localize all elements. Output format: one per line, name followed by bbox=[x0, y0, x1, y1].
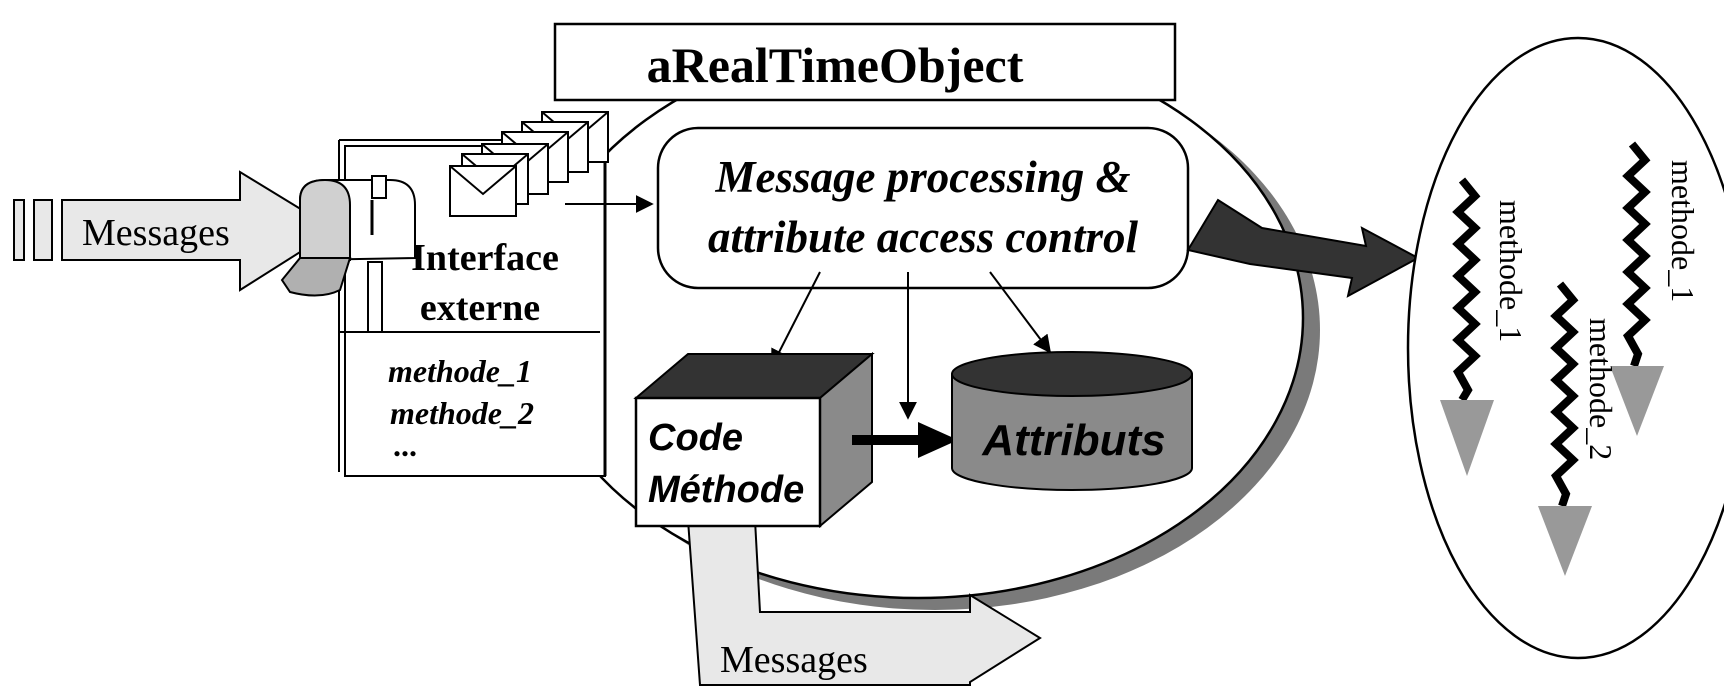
code-box-line1: Code bbox=[648, 417, 743, 459]
attributes-cylinder bbox=[951, 351, 1193, 491]
thread-2-icon bbox=[1610, 141, 1664, 436]
object-title: aRealTimeObject bbox=[647, 37, 1024, 93]
code-to-attributes-arrow bbox=[852, 422, 958, 458]
code-box-line2: Méthode bbox=[648, 469, 804, 511]
processing-to-code-arrow bbox=[771, 271, 821, 368]
thread-1-label: methode_1 bbox=[1493, 200, 1529, 342]
thread-2-label: methode_1 bbox=[1665, 160, 1701, 302]
incoming-messages-arrow bbox=[13, 170, 337, 292]
interface-label-line2: externe bbox=[420, 287, 540, 329]
interface-method-2: methode_2 bbox=[390, 395, 534, 431]
processing-line2: attribute access control bbox=[708, 212, 1138, 262]
envelope-queue-icon bbox=[449, 111, 609, 217]
dispatch-arrow bbox=[1186, 198, 1421, 298]
attributes-label: Attributs bbox=[981, 416, 1165, 465]
outgoing-messages-arrow bbox=[686, 519, 1042, 686]
processing-line1: Message processing & bbox=[715, 152, 1131, 202]
processing-to-attributes-arrow-b bbox=[989, 271, 1052, 354]
title-box bbox=[553, 22, 1177, 102]
mailbox-icon bbox=[280, 175, 416, 333]
thread-3-icon bbox=[1538, 281, 1592, 576]
thread-1-icon bbox=[1440, 177, 1494, 476]
code-method-cube bbox=[633, 351, 875, 529]
outgoing-messages-label: Messages bbox=[720, 639, 868, 681]
interface-method-more: ... bbox=[393, 427, 417, 463]
thread-3-label: methode_2 bbox=[1583, 318, 1619, 460]
processing-box bbox=[656, 126, 1190, 290]
incoming-messages-label: Messages bbox=[82, 212, 230, 254]
interface-method-1: methode_1 bbox=[388, 353, 532, 389]
interface-label-line1: Interface bbox=[411, 237, 559, 279]
